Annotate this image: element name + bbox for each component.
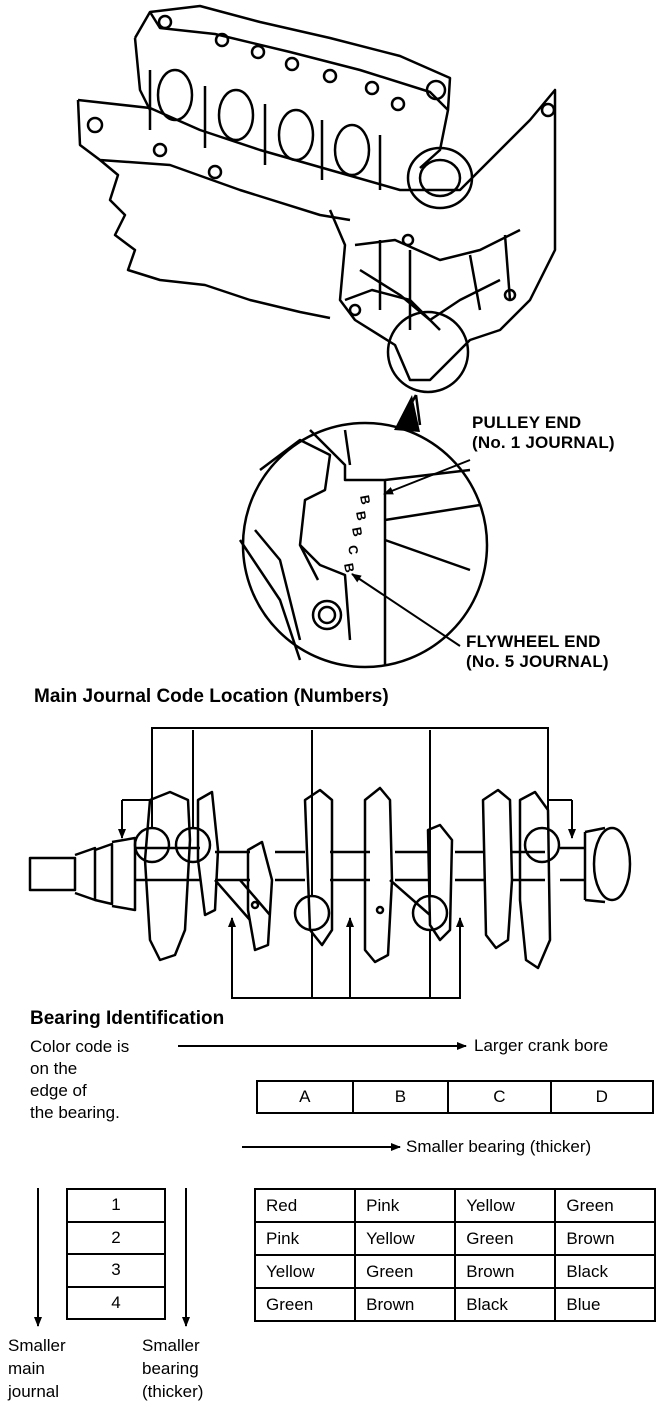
bore-code-table: A B C D <box>256 1080 655 1114</box>
color-row: Red Pink Yellow Green <box>253 1188 656 1223</box>
flywheel-end-line2: (No. 5 JOURNAL) <box>466 652 609 671</box>
engine-block-drawing <box>76 4 557 382</box>
journal-code-3: 3 <box>66 1253 166 1288</box>
smaller-main-journal-line3: journal <box>8 1382 60 1401</box>
smaller-main-journal-line1: Smaller <box>8 1336 66 1355</box>
pulley-end-line2: (No. 1 JOURNAL) <box>472 433 615 452</box>
smaller-main-journal-line2: main <box>8 1359 45 1378</box>
color-cell: Pink <box>253 1221 357 1256</box>
bore-code-d: D <box>549 1080 655 1114</box>
journal-code-table: 1 2 3 4 <box>66 1188 166 1320</box>
stamped-code-4: C <box>345 544 362 556</box>
bearing-color-table: Red Pink Yellow Green Pink Yellow Green … <box>253 1188 656 1322</box>
smaller-bearing-side-line3: (thicker) <box>142 1382 204 1401</box>
detail-callout <box>386 310 470 426</box>
color-cell: Yellow <box>454 1188 557 1223</box>
color-note-line3: edge of <box>30 1081 87 1100</box>
flywheel-end-leader <box>351 573 461 647</box>
color-cell: Pink <box>354 1188 457 1223</box>
detail-arrowhead <box>394 395 420 432</box>
color-cell: Black <box>554 1254 656 1289</box>
color-note-line2: on the <box>30 1059 78 1078</box>
stamped-code-letters: B B B C B <box>341 494 373 574</box>
pulley-end-label: PULLEY END (No. 1 JOURNAL) <box>472 413 615 453</box>
color-note-line4: the bearing. <box>30 1103 120 1122</box>
color-cell: Red <box>253 1188 357 1223</box>
color-note-line1: Color code is <box>30 1037 130 1056</box>
smaller-bearing-label: Smaller bearing (thicker) <box>406 1137 592 1156</box>
color-cell: Brown <box>454 1254 557 1289</box>
magnified-journal-detail <box>238 421 489 669</box>
stamped-code-1: B <box>357 494 373 506</box>
color-cell: Green <box>253 1287 357 1322</box>
color-cell: Black <box>454 1287 557 1322</box>
stamped-code-2: B <box>353 510 369 522</box>
larger-crank-bore-label: Larger crank bore <box>474 1036 609 1055</box>
smaller-bearing-side-line1: Smaller <box>142 1336 200 1355</box>
bore-code-c: C <box>447 1080 552 1114</box>
main-journal-title: Main Journal Code Location (Numbers) <box>34 686 389 707</box>
journal-code-4: 4 <box>66 1285 166 1320</box>
color-row: Pink Yellow Green Brown <box>253 1221 656 1256</box>
flywheel-end-label: FLYWHEEL END (No. 5 JOURNAL) <box>466 632 609 672</box>
main-journal-arrows <box>118 800 576 960</box>
color-cell: Blue <box>554 1287 656 1322</box>
flywheel-end-line1: FLYWHEEL END <box>466 632 601 651</box>
color-cell: Yellow <box>253 1254 357 1289</box>
color-cell: Green <box>554 1188 656 1223</box>
journal-bracket-top <box>151 727 549 896</box>
crankshaft-drawing <box>28 786 632 970</box>
pulley-end-leader <box>383 459 471 495</box>
bore-code-a: A <box>256 1080 354 1114</box>
journal-bracket-bottom <box>231 925 461 999</box>
color-cell: Brown <box>554 1221 656 1256</box>
color-cell: Yellow <box>354 1221 457 1256</box>
color-code-note: Color code is on the edge of the bearing… <box>30 1036 129 1124</box>
stamped-code-3: B <box>349 526 365 538</box>
color-cell: Green <box>454 1221 557 1256</box>
smaller-bearing-thicker-label: Smaller bearing (thicker) <box>142 1334 203 1403</box>
smaller-bearing-side-line2: bearing <box>142 1359 199 1378</box>
bore-code-b: B <box>351 1080 450 1114</box>
journal-code-2: 2 <box>66 1220 166 1255</box>
color-row: Yellow Green Brown Black <box>253 1254 656 1289</box>
journal-code-1: 1 <box>66 1188 166 1223</box>
smaller-main-journal-label: Smaller main journal <box>8 1334 66 1403</box>
color-cell: Brown <box>354 1287 457 1322</box>
stamped-code-5: B <box>341 562 357 574</box>
color-cell: Green <box>354 1254 457 1289</box>
pulley-end-line1: PULLEY END <box>472 413 582 432</box>
color-row: Green Brown Black Blue <box>253 1287 656 1322</box>
bearing-id-title: Bearing Identification <box>30 1008 225 1029</box>
